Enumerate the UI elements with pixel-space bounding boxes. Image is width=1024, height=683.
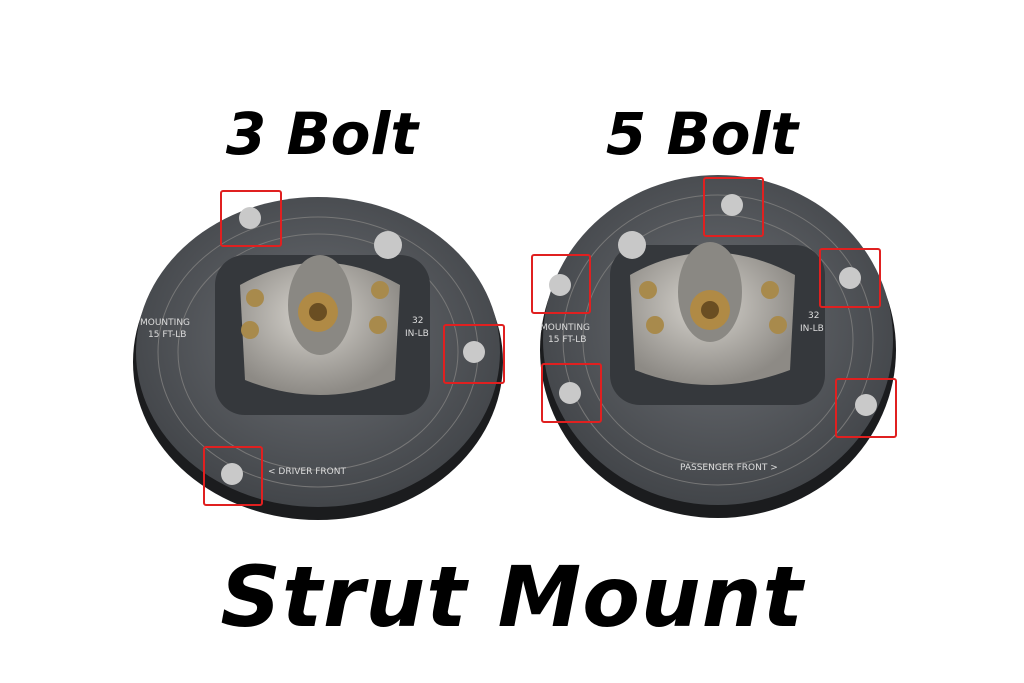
caption-strut-mount: Strut Mount [220,548,804,646]
bolt-highlight-box [531,254,591,314]
left-torque-mount-engraving: 15 FT-LB [148,330,186,340]
left-mounting-engraving: MOUNTING [140,318,190,328]
bolt-highlight-box [203,446,263,506]
right-torque-small-engraving: 32 [808,311,819,321]
bolt-highlight-box [703,177,764,237]
three-bolt-label: 3 Bolt [225,100,419,168]
left-side-engraving: < DRIVER FRONT [268,467,346,477]
bolt-highlight-box [541,363,602,423]
right-strut-mount: MOUNTING 15 FT-LB 32 IN-LB PASSENGER FRO… [540,175,896,518]
bolt-highlight-box [443,324,505,384]
left-torque-small-unit-engraving: IN-LB [405,329,429,339]
left-torque-small-engraving: 32 [412,316,423,326]
right-side-engraving: PASSENGER FRONT > [680,463,778,473]
bolt-highlight-box [819,248,881,308]
five-bolt-label: 5 Bolt [605,100,799,168]
bolt-highlight-box [835,378,897,438]
right-torque-mount-engraving: 15 FT-LB [548,335,586,345]
right-mounting-engraving: MOUNTING [540,323,590,333]
left-strut-mount: MOUNTING 15 FT-LB 32 IN-LB < DRIVER FRON… [133,197,503,520]
bolt-highlight-box [220,190,282,247]
right-torque-small-unit-engraving: IN-LB [800,324,824,334]
